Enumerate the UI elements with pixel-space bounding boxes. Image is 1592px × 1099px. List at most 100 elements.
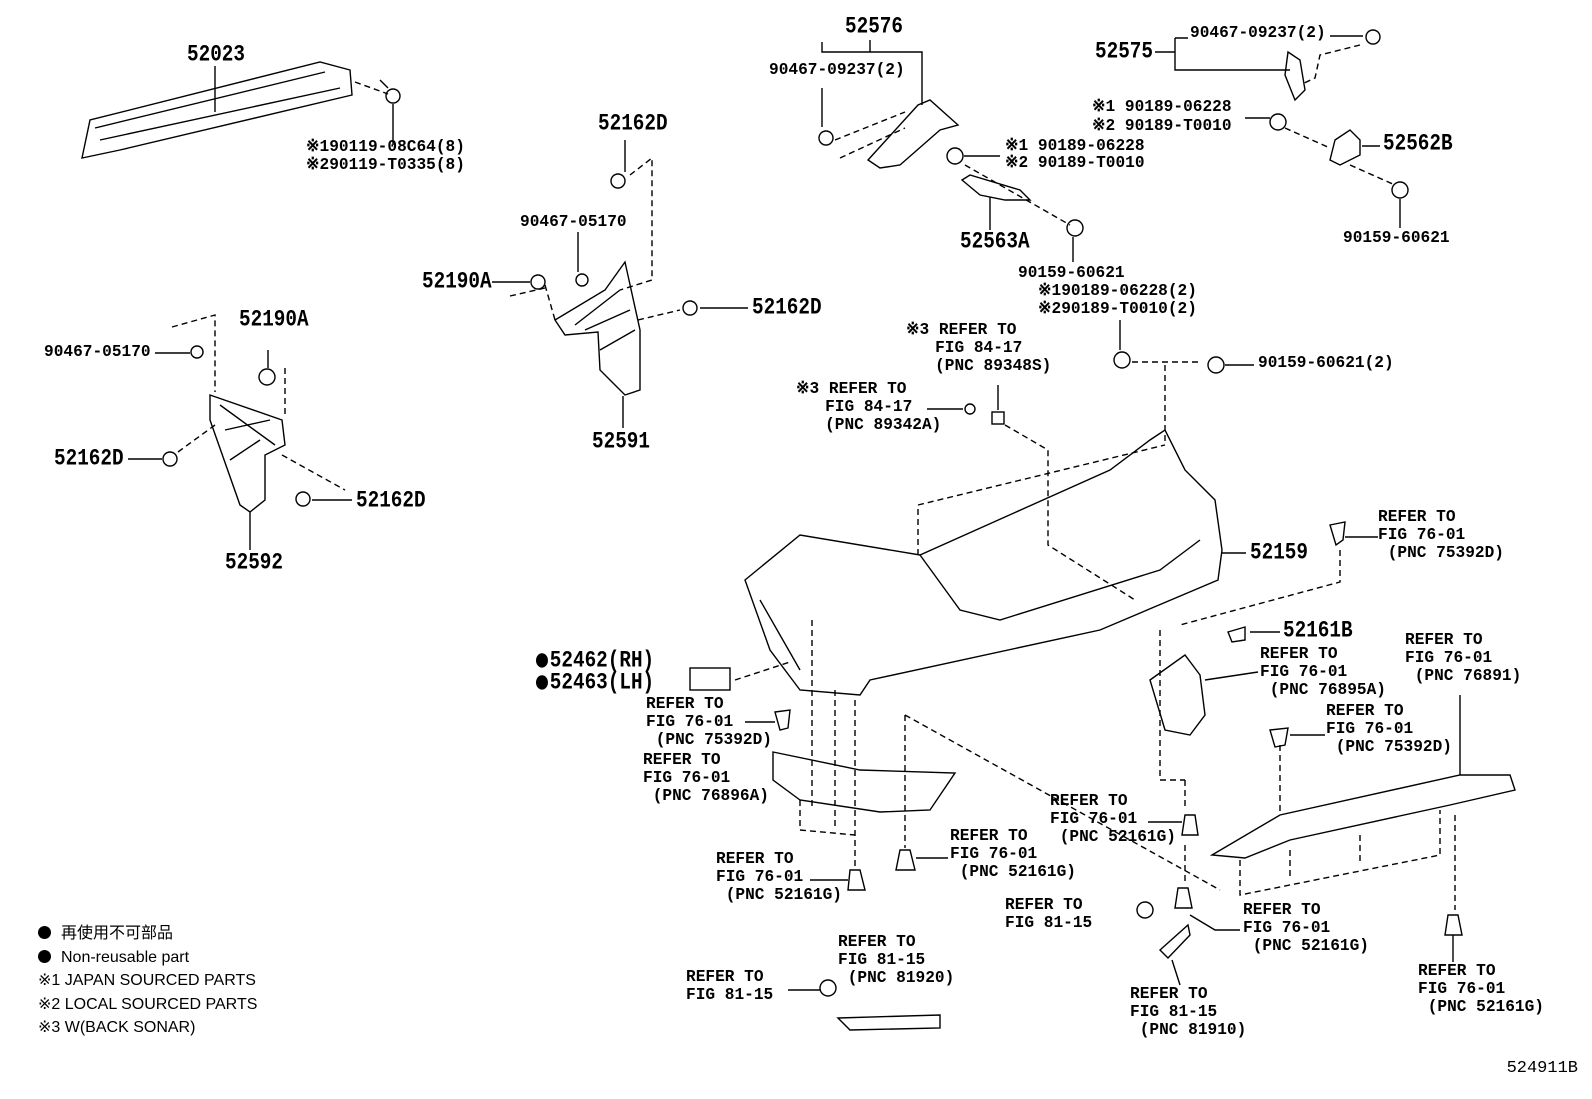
sonar-sensor-icon	[991, 411, 1005, 425]
part-label-90467-09237: 90467-09237(2)	[1190, 24, 1326, 43]
cap-icon	[1227, 626, 1246, 643]
part-label-bolt-jp: ※190119-08C64(8)	[306, 138, 465, 157]
clip-icon	[610, 173, 626, 189]
legend-item: 再使用不可部品	[38, 922, 257, 946]
screw-icon	[575, 273, 589, 287]
part-label-52190A: 52190A	[239, 307, 309, 334]
part-label-52161B: 52161B	[1283, 618, 1353, 645]
clip-icon	[295, 491, 311, 507]
reflector-icon	[1158, 923, 1191, 960]
part-label-52162D: 52162D	[54, 446, 124, 473]
bolt-icon	[819, 979, 837, 997]
bumper-cover-52159	[744, 428, 1223, 696]
part-label-90189-06228: ※1 90189-06228	[1005, 137, 1145, 156]
bumper-retainer-52592	[209, 394, 286, 513]
refer-callout: ※3 REFER TO FIG 84-17 (PNC 89348S)	[906, 321, 1052, 376]
non-reusable-icon	[38, 949, 51, 963]
part-label-90467-05170: 90467-05170	[44, 343, 151, 362]
clip-icon	[1181, 814, 1199, 836]
part-label-90189-06228: ※190189-06228(2)	[1038, 282, 1197, 301]
bracket-52562B	[1329, 129, 1361, 166]
nut-icon	[1113, 351, 1131, 369]
part-label-52162D: 52162D	[752, 295, 822, 322]
reflector-icon	[836, 1014, 941, 1031]
legend: 再使用不可部品 Non-reusable part ※1 JAPAN SOURC…	[38, 922, 257, 1040]
part-label-52562B: 52562B	[1383, 131, 1453, 158]
clip-icon	[1174, 887, 1193, 909]
bolt-icon	[1136, 901, 1154, 919]
clip-icon	[774, 709, 791, 731]
figure-id: 524911B	[1506, 1059, 1578, 1078]
bolt-icon	[1391, 181, 1409, 199]
part-label-52023: 52023	[187, 42, 245, 69]
bumper-pad-52462	[689, 667, 731, 691]
part-label-bolt-local: ※290119-T0335(8)	[306, 156, 465, 175]
part-number: 52462(RH)	[549, 648, 655, 675]
part-label-52462: 52462(RH)	[536, 648, 655, 675]
bumper-side-bracket	[1149, 654, 1206, 736]
screw-icon	[1365, 29, 1381, 45]
part-label-90159-60621: 90159-60621(2)	[1258, 354, 1394, 373]
part-label-90189-06228: ※1 90189-06228	[1092, 98, 1232, 117]
part-number: 52463(LH)	[549, 670, 655, 697]
part-label-52563A: 52563A	[960, 229, 1030, 256]
part-label-90467-09237: 90467-09237(2)	[769, 61, 905, 80]
sonar-sensor-icon	[964, 403, 976, 415]
part-label-90159-60621: 90159-60621	[1343, 229, 1450, 248]
part-label-52162D: 52162D	[598, 111, 668, 138]
part-label-90189-T0010: ※290189-T0010(2)	[1038, 300, 1197, 319]
legend-text: Non-reusable part	[61, 948, 190, 966]
refer-callout: ※3 REFER TO FIG 84-17 (PNC 89342A)	[796, 380, 942, 435]
nut-icon	[258, 368, 276, 386]
part-label-52591: 52591	[592, 429, 650, 456]
bracket-52576	[866, 99, 960, 169]
legend-note-3: ※3 W(BACK SONAR)	[38, 1019, 196, 1036]
bolt-icon	[1207, 356, 1225, 374]
part-label-90189-T0010: ※2 90189-T0010	[1092, 117, 1232, 136]
nut-icon	[946, 147, 964, 165]
part-label-52463: 52463(LH)	[536, 670, 655, 697]
clip-icon	[682, 300, 698, 316]
clip-icon	[847, 869, 866, 891]
part-label-52575: 52575	[1095, 39, 1153, 66]
clip-icon	[895, 849, 916, 871]
legend-text: 再使用不可部品	[61, 925, 174, 942]
non-reusable-icon	[38, 926, 51, 939]
part-label-52592: 52592	[225, 550, 283, 577]
bracket-52563A	[960, 174, 1032, 201]
bumper-diffuser	[1209, 774, 1516, 859]
clip-icon	[1444, 914, 1463, 936]
nut-icon	[1269, 113, 1287, 131]
clip-icon	[162, 451, 178, 467]
bumper-retainer-52591	[554, 260, 641, 396]
part-label-90467-05170: 90467-05170	[520, 213, 627, 232]
screw-icon	[190, 345, 204, 359]
bracket-52575	[1284, 50, 1306, 102]
part-label-90189-T0010: ※2 90189-T0010	[1005, 154, 1145, 173]
bolt-icon	[379, 79, 401, 104]
nut-icon	[530, 274, 546, 290]
bumper-reinforcement	[81, 61, 353, 159]
clip-icon	[1269, 727, 1289, 748]
legend-note-2: ※2 LOCAL SOURCED PARTS	[38, 995, 258, 1013]
legend-note-1: ※1 JAPAN SOURCED PARTS	[38, 972, 256, 989]
part-label-52190A: 52190A	[422, 269, 492, 296]
part-label-52162D: 52162D	[356, 488, 426, 515]
legend-item: Non-reusable part	[38, 946, 257, 970]
